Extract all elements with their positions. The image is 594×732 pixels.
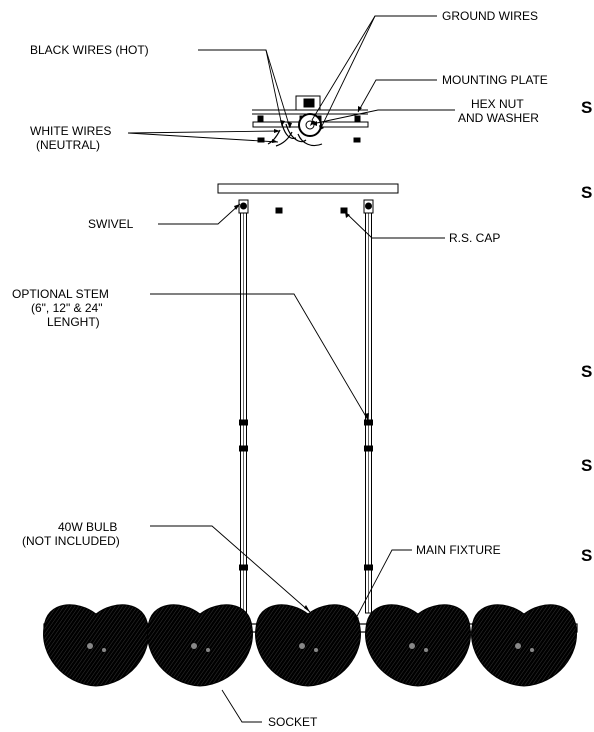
- side-letter-4: S: [581, 456, 593, 475]
- label-optional-stem: OPTIONAL STEM: [12, 287, 109, 301]
- shade-2: [147, 604, 253, 687]
- label-bulb-not-included: (NOT INCLUDED): [22, 534, 120, 548]
- stems: [239, 212, 373, 614]
- side-letter-5: S: [581, 546, 593, 565]
- label-ground-wires: GROUND WIRES: [442, 9, 538, 23]
- crossbar: [252, 113, 369, 143]
- shade-4: [365, 604, 471, 687]
- label-socket: SOCKET: [268, 715, 318, 729]
- side-letter-3: S: [581, 362, 593, 381]
- label-black-wires: BLACK WIRES (HOT): [30, 43, 149, 57]
- label-main-fixture: MAIN FIXTURE: [416, 543, 501, 557]
- label-white-wires: WHITE WIRES: [30, 124, 112, 138]
- wires: [267, 123, 323, 147]
- label-hex-nut-washer: AND WASHER: [458, 111, 539, 125]
- label-40w-bulb: 40W BULB: [58, 520, 118, 534]
- leader-lines: [127, 15, 455, 723]
- label-rs-cap: R.S. CAP: [449, 231, 501, 245]
- swivels: [238, 199, 374, 214]
- shade-3: [255, 604, 361, 687]
- label-optional-stem-length: LENGHT): [47, 315, 100, 329]
- label-mounting-plate: MOUNTING PLATE: [442, 73, 548, 87]
- side-letter-1: S: [581, 98, 593, 117]
- shade-5: [471, 604, 577, 687]
- label-optional-stem-sizes: (6", 12" & 24": [31, 301, 103, 315]
- arrowheads: [234, 106, 369, 622]
- label-swivel: SWIVEL: [88, 217, 134, 231]
- shade-1: [43, 604, 149, 687]
- label-hex-nut: HEX NUT: [471, 97, 524, 111]
- side-letter-2: S: [581, 183, 593, 202]
- label-white-wires-neutral: (NEUTRAL): [36, 138, 101, 152]
- canopy-plate: [217, 183, 399, 194]
- bulb-shades: [43, 604, 577, 687]
